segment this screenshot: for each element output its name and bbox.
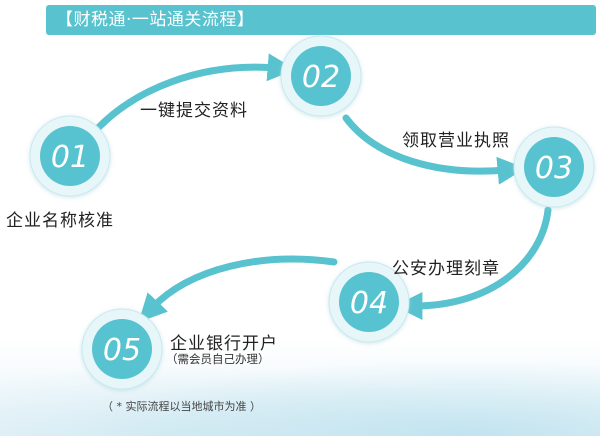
step-number-02: 02 [302,60,340,95]
arrow-01-to-02 [94,53,296,132]
step-label-04: 公安办理刻章 [392,259,500,279]
header-bar: 【财税通·一站通关流程】 [46,5,596,35]
page-title: 【财税通·一站通关流程】 [56,10,255,30]
arrow-03-to-04 [394,206,552,320]
step-number-03: 03 [535,151,573,186]
step-label-02: 一键提交资料 [140,101,248,121]
step-label-05: 企业银行开户 [170,334,278,354]
footnote: （ * 实际流程以当地城市为准 ） [102,400,261,413]
step-label-01: 企业名称核准 [6,211,114,231]
step-number-01: 01 [51,140,89,175]
step-circle-02: 02 [280,35,362,117]
step-number-04: 04 [350,286,388,321]
step-circle-04: 04 [328,261,410,343]
arrow-02-to-03 [342,114,526,185]
step-note-05: （需会员自己办理） [166,352,270,366]
step-number-05: 05 [103,333,141,368]
step-circle-03: 03 [513,126,595,208]
step-circle-01: 01 [29,115,111,197]
arrow-04-to-05 [138,255,338,323]
step-label-03: 领取营业执照 [402,131,510,151]
step-circle-05: 05 [81,308,163,390]
